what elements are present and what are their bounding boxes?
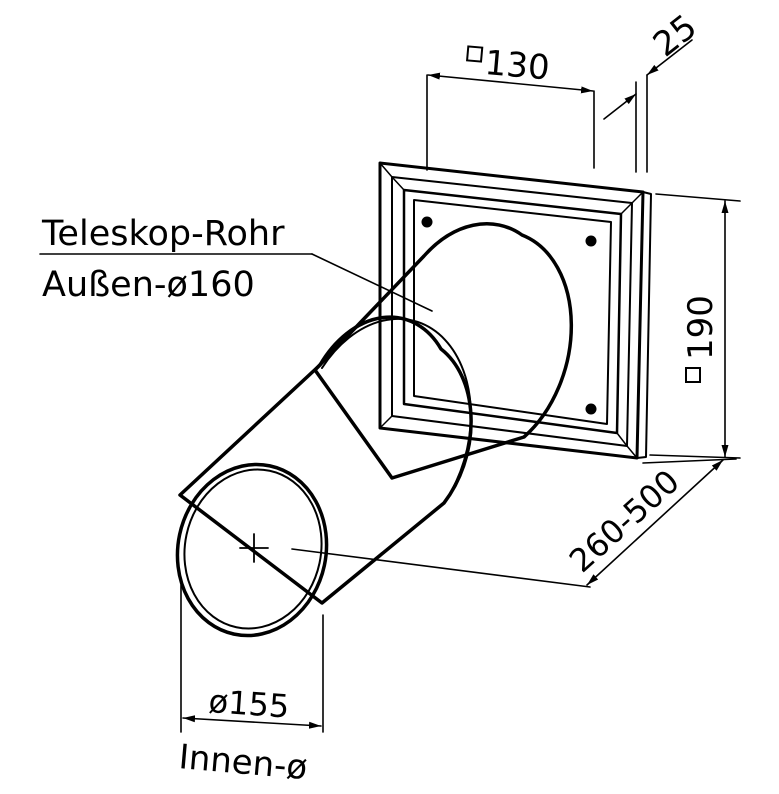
inner-diameter-caption: Innen-ø <box>177 737 309 788</box>
tube-front-section <box>178 315 473 605</box>
dim-height <box>649 193 741 459</box>
plate-frame-3 <box>413 199 612 425</box>
plate-outer-face <box>378 161 645 460</box>
dim-length <box>291 458 737 588</box>
dim-height-label-group: 190 <box>681 295 721 383</box>
square-symbol-icon <box>465 45 484 63</box>
tube-opening-inner <box>183 468 323 630</box>
tube-joint-ring <box>321 317 472 501</box>
dim-thickness-label: 25 <box>646 7 705 65</box>
tube-label-leader <box>39 253 433 312</box>
screw-icon <box>585 235 597 247</box>
tube-opening-outer <box>175 462 329 638</box>
dim-length-label: 260-500 <box>562 462 687 580</box>
dim-top-label-group: 130 <box>465 43 551 89</box>
dim-top-label: 130 <box>483 43 551 89</box>
tube-outer-diameter-label: Außen-ø160 <box>42 265 255 305</box>
screw-icon <box>585 403 597 415</box>
screw-icon <box>421 216 433 228</box>
square-symbol-icon <box>685 367 701 383</box>
telescopic-tube <box>175 222 574 638</box>
screw-heads <box>421 216 597 415</box>
dim-inner-label: ø155 <box>207 682 290 726</box>
plate-frame-2 <box>402 188 623 435</box>
dim-thickness <box>603 39 693 173</box>
dim-inner-diameter <box>180 584 324 733</box>
center-mark-icon <box>239 533 269 563</box>
dim-height-label: 190 <box>681 295 721 360</box>
tube-name-label: Teleskop-Rohr <box>41 214 285 254</box>
tube-rear-section <box>313 222 574 480</box>
mounting-plate <box>378 161 652 460</box>
plate-edge <box>636 191 652 459</box>
dim-top-width <box>426 72 595 171</box>
